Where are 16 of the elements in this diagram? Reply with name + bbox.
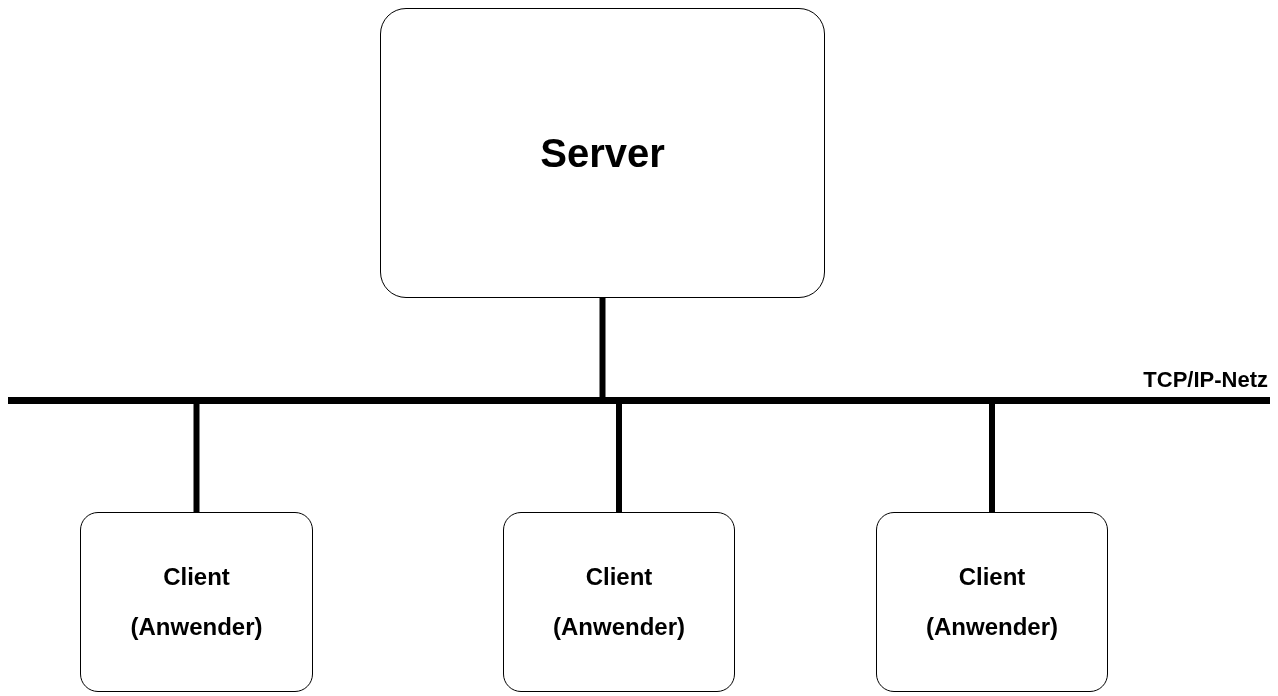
connector-line xyxy=(599,298,606,397)
node-title: Server xyxy=(540,131,665,175)
node-title: Client xyxy=(958,563,1026,590)
client-box xyxy=(876,512,1108,692)
connector-line xyxy=(616,404,622,512)
connector-line xyxy=(193,404,200,512)
node-subtitle: (Anwender) xyxy=(130,614,263,641)
node-title: Client xyxy=(163,563,230,590)
node-subtitle: (Anwender) xyxy=(926,614,1058,641)
server-box xyxy=(380,8,825,298)
connector-line xyxy=(989,404,995,512)
client-box xyxy=(80,512,313,692)
network-label: TCP/IP-Netz xyxy=(1143,367,1268,393)
client-box xyxy=(503,512,735,692)
node-subtitle: (Anwender) xyxy=(553,614,685,641)
node-title: Client xyxy=(585,563,653,590)
